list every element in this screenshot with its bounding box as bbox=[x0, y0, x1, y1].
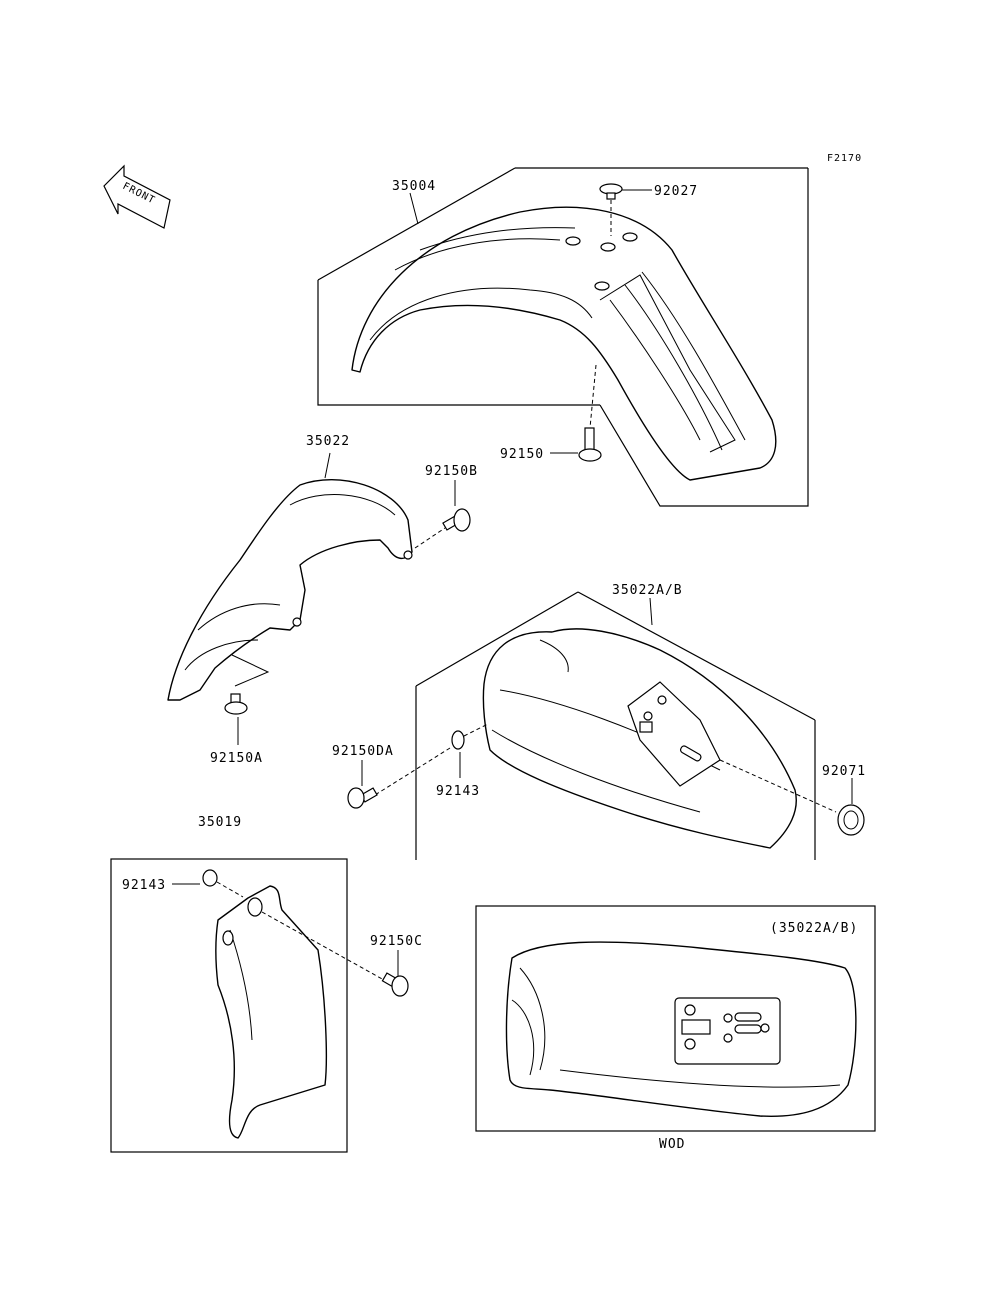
label-92150: 92150 bbox=[500, 447, 544, 462]
label-92150c: 92150C bbox=[370, 934, 423, 949]
front-fender bbox=[351, 206, 777, 481]
rear-fender-flap-group: 35022 92150B 92150A bbox=[167, 434, 478, 766]
screw-92150-icon bbox=[578, 427, 602, 462]
side-guard bbox=[215, 885, 327, 1139]
bolt-92150c-icon bbox=[381, 972, 409, 997]
washer-92143-icon bbox=[451, 730, 465, 750]
label-92027: 92027 bbox=[654, 184, 698, 199]
bolt-92150da-icon bbox=[347, 787, 378, 809]
side-guard-group: 92143 92150C bbox=[110, 858, 423, 1153]
label-35022ab: 35022A/B bbox=[612, 583, 683, 598]
label-92143-center: 92143 bbox=[436, 784, 480, 799]
bolt-92150b-icon bbox=[442, 508, 471, 532]
label-35019: 35019 bbox=[198, 815, 242, 830]
grommet-92071-icon bbox=[837, 804, 865, 836]
label-92143-left: 92143 bbox=[122, 878, 166, 893]
front-fender-group: 35004 92027 92150 bbox=[317, 167, 809, 507]
inset-title: (35022A/B) bbox=[770, 921, 858, 936]
figure-code: F2170 bbox=[827, 153, 862, 164]
label-92150a: 92150A bbox=[210, 751, 263, 766]
rear-fender-flap bbox=[167, 478, 413, 701]
label-35004: 35004 bbox=[392, 179, 436, 194]
inset-caption: WOD bbox=[659, 1137, 685, 1152]
label-92150da: 92150DA bbox=[332, 744, 394, 759]
bolt-92150a-icon bbox=[224, 693, 248, 715]
inset-panel: (35022A/B) WOD bbox=[475, 905, 876, 1152]
label-92071: 92071 bbox=[822, 764, 866, 779]
washer-92143-left-icon bbox=[202, 869, 218, 887]
rear-fender-ab-group: 35022A/B 92150DA 92143 92071 bbox=[332, 583, 866, 860]
label-35022: 35022 bbox=[306, 434, 350, 449]
front-direction-arrow-icon: FRONT bbox=[103, 164, 171, 229]
label-92150b: 92150B bbox=[425, 464, 478, 479]
